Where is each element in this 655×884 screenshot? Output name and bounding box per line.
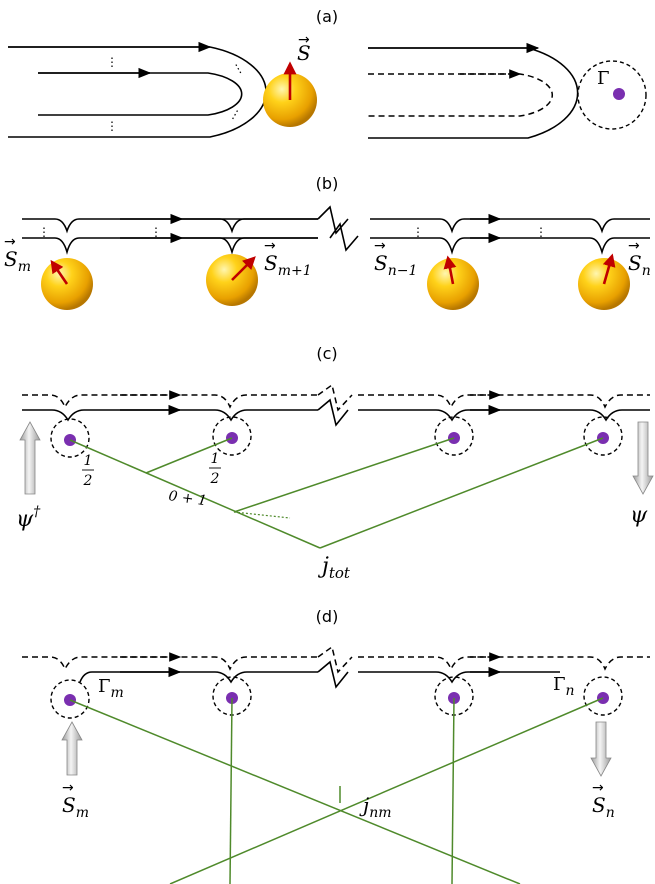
svg-text:⋮: ⋮ (150, 225, 162, 239)
half-label-1: 1 2 (82, 453, 94, 489)
svg-text:→: → (4, 234, 16, 250)
spin-label: S (297, 41, 311, 65)
spin-label-n-1: → Sn−1 (374, 238, 417, 279)
svg-text:⋮: ⋮ (412, 225, 424, 239)
svg-text:→: → (592, 780, 604, 796)
spin-label-n: → Sn (628, 238, 651, 279)
svg-text:→: → (264, 238, 276, 254)
spin-ball-icon (427, 255, 479, 310)
svg-text:Sn−1: Sn−1 (374, 251, 417, 279)
svg-text:Sn: Sn (628, 251, 651, 279)
spin-ball-icon (206, 254, 258, 306)
spin-ball-icon (263, 61, 317, 127)
svg-text:Sm: Sm (62, 793, 89, 821)
svg-text:2: 2 (83, 473, 93, 489)
svg-text:1: 1 (211, 451, 220, 467)
spin-label-m: → Sm (4, 234, 31, 275)
svg-text:⋮: ⋮ (535, 225, 547, 239)
psi-dagger-label: ψ† (16, 504, 41, 532)
panel-a-label: (a) (316, 7, 338, 26)
svg-text:Sm: Sm (4, 247, 31, 275)
gamma-m-label: Γm (98, 676, 124, 701)
up-arrow-icon (61, 721, 83, 776)
panel-b: (b) ⋮ ⋮ ⋮ ⋮ (4, 174, 651, 310)
jnm-label: jnm (359, 793, 392, 821)
panel-d: (d) Γm Γn → (22, 607, 650, 884)
up-arrow-icon (19, 421, 41, 495)
gamma-n-label: Γn (553, 674, 575, 699)
spin-label-m+1: → Sm+1 (264, 238, 312, 279)
break-mark-icon (317, 205, 359, 252)
break-mark-icon (317, 383, 353, 412)
spin-label-n: → Sn (592, 780, 615, 821)
svg-text:⋮: ⋮ (106, 55, 118, 69)
svg-text:→: → (628, 238, 640, 254)
jtot-label: jtot (317, 554, 351, 582)
spin-ball-icon (578, 253, 630, 310)
half-label-2: 1 2 (209, 451, 221, 487)
svg-text:Sn: Sn (592, 793, 615, 821)
panel-a: (a) ⋮ ⋮ ⋮ ⋮ S → Γ (8, 7, 647, 139)
psi-label: ψ (630, 503, 648, 528)
svg-text:⋮: ⋮ (38, 225, 50, 239)
down-arrow-icon (632, 421, 654, 495)
svg-text:⋮: ⋮ (106, 119, 118, 133)
svg-text:2: 2 (210, 471, 220, 487)
sum-label: 0 + 1 (167, 488, 207, 509)
svg-text:⋮: ⋮ (230, 59, 247, 77)
down-arrow-icon (590, 721, 612, 777)
panel-c: (c) ψ† ψ 1 (16, 344, 654, 582)
svg-text:Sm+1: Sm+1 (264, 251, 312, 279)
svg-text:1: 1 (84, 453, 93, 469)
gamma-label: Γ (597, 68, 610, 89)
svg-text:→: → (374, 238, 386, 254)
panel-b-label: (b) (316, 174, 339, 193)
svg-text:→: → (62, 780, 74, 796)
break-mark-icon (317, 645, 353, 674)
panel-d-label: (d) (316, 607, 339, 626)
svg-text:→: → (298, 32, 310, 48)
panel-c-label: (c) (316, 344, 337, 363)
spin-ball-icon (41, 258, 93, 310)
spin-label-m: → Sm (62, 780, 89, 821)
